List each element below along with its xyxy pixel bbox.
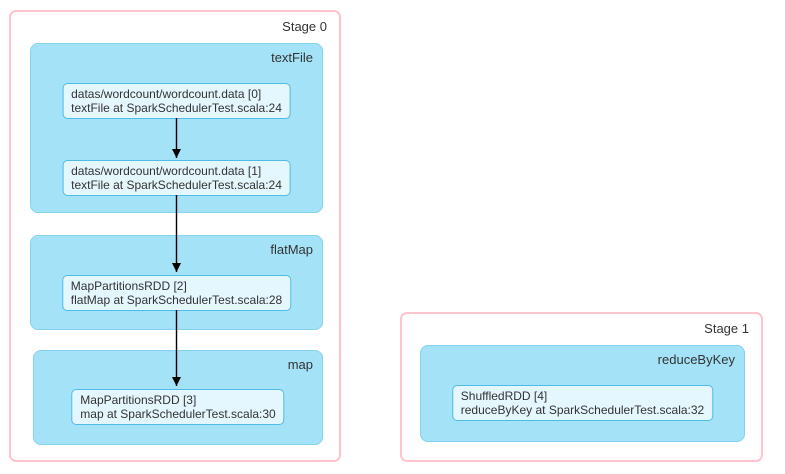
rdd-node-name: datas/wordcount/wordcount.data [1] (71, 164, 262, 178)
stage-label: Stage 1 (704, 321, 749, 336)
stage-1-box[interactable]: Stage 1 reduceByKey ShuffledRDD [4] redu… (400, 312, 763, 462)
rdd-node-1[interactable]: datas/wordcount/wordcount.data [1] textF… (62, 160, 291, 196)
rdd-node-name: datas/wordcount/wordcount.data [0] (71, 87, 262, 101)
stage-0-box[interactable]: Stage 0 textFile datas/wordcount/wordcou… (9, 10, 341, 462)
operation-box-textfile: textFile datas/wordcount/wordcount.data … (30, 43, 323, 213)
operation-box-reducebykey: reduceByKey ShuffledRDD [4] reduceByKey … (420, 345, 745, 442)
operation-label: reduceByKey (657, 352, 735, 367)
rdd-node-3[interactable]: MapPartitionsRDD [3] map at SparkSchedul… (71, 389, 285, 425)
stage-label: Stage 0 (282, 19, 327, 34)
rdd-node-callsite: textFile at SparkSchedulerTest.scala:24 (71, 178, 282, 192)
rdd-node-0[interactable]: datas/wordcount/wordcount.data [0] textF… (62, 83, 291, 119)
rdd-node-callsite: reduceByKey at SparkSchedulerTest.scala:… (460, 403, 705, 417)
rdd-node-4[interactable]: ShuffledRDD [4] reduceByKey at SparkSche… (451, 385, 714, 421)
rdd-node-name: ShuffledRDD [4] (460, 389, 548, 403)
operation-label: flatMap (270, 242, 313, 257)
rdd-node-callsite: map at SparkSchedulerTest.scala:30 (80, 407, 276, 421)
operation-box-flatmap: flatMap MapPartitionsRDD [2] flatMap at … (30, 235, 323, 330)
rdd-node-name: MapPartitionsRDD [3] (80, 393, 197, 407)
rdd-node-name: MapPartitionsRDD [2] (70, 279, 187, 293)
rdd-node-callsite: flatMap at SparkSchedulerTest.scala:28 (70, 293, 283, 307)
operation-label: map (287, 357, 313, 372)
operation-label: textFile (271, 50, 313, 65)
rdd-node-callsite: textFile at SparkSchedulerTest.scala:24 (71, 101, 282, 115)
rdd-node-2[interactable]: MapPartitionsRDD [2] flatMap at SparkSch… (61, 275, 292, 311)
operation-box-map: map MapPartitionsRDD [3] map at SparkSch… (33, 350, 323, 445)
